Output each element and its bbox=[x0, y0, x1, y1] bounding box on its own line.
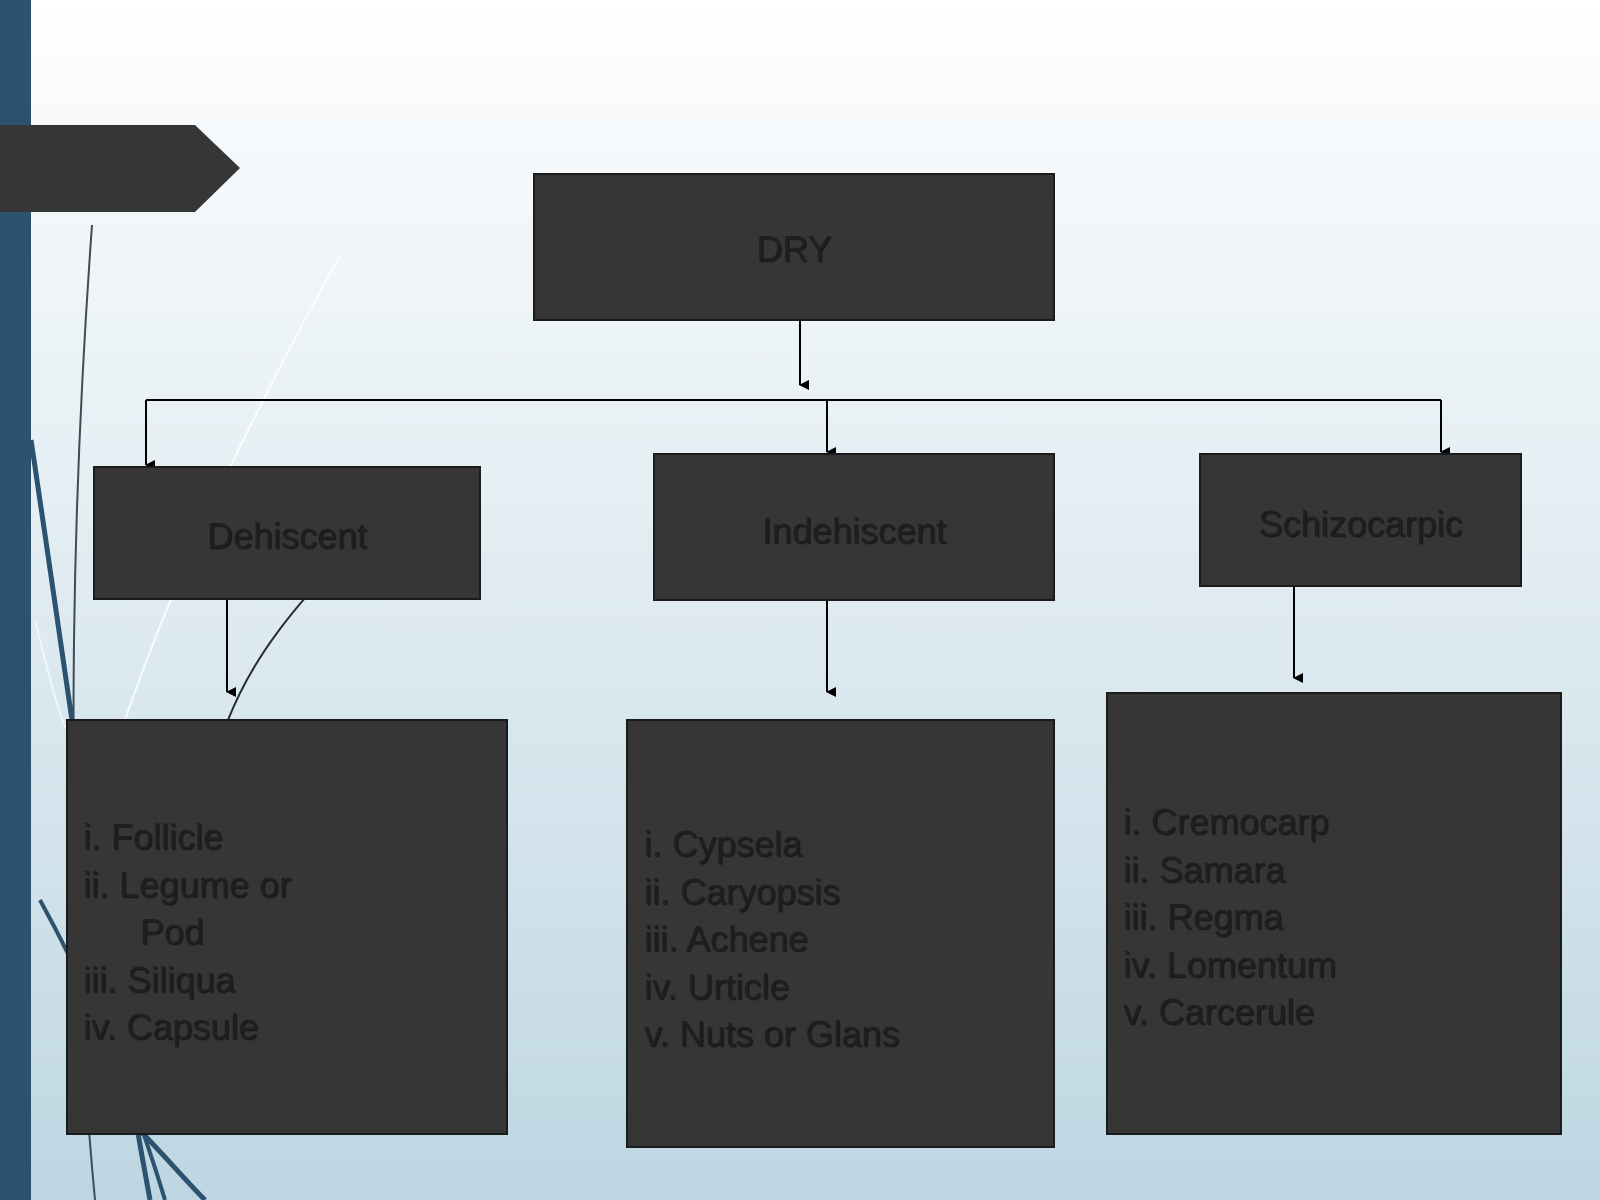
list-item: iii. Achene bbox=[644, 918, 809, 959]
category-label-schizocarpic: Schizocarpic bbox=[1258, 503, 1463, 544]
list-item: iii. Siliqua bbox=[83, 958, 236, 1000]
category-label-indehiscent: Indehiscent bbox=[761, 510, 947, 551]
title-banner-arrow bbox=[0, 125, 240, 212]
category-label-dehiscent: Dehiscent bbox=[206, 515, 368, 556]
list-item: ii. Caryopsis bbox=[644, 870, 841, 912]
category-box-schizocarpic: Schizocarpic bbox=[1199, 453, 1522, 587]
list-schizocarpic: i. Cremocarp ii. Samara iii. Regma iv. L… bbox=[1123, 798, 1336, 1036]
list-item: i. Follicle bbox=[83, 816, 224, 857]
root-node-label: DRY bbox=[756, 228, 832, 269]
list-box-schizocarpic: i. Cremocarp ii. Samara iii. Regma iv. L… bbox=[1106, 692, 1562, 1135]
list-box-indehiscent: i. Cypsela ii. Caryopsis iii. Achene iv.… bbox=[626, 719, 1055, 1148]
list-item: iv. Urticle bbox=[644, 965, 790, 1007]
list-item: i. Cypsela bbox=[644, 823, 803, 864]
list-item: Pod bbox=[140, 911, 205, 952]
list-indehiscent: i. Cypsela ii. Caryopsis iii. Achene iv.… bbox=[644, 820, 899, 1058]
list-item: ii. Samara bbox=[1123, 848, 1286, 890]
list-item: v. Carcerule bbox=[1123, 991, 1315, 1032]
list-box-dehiscent: i. Follicle ii. Legume or Pod iii. Siliq… bbox=[66, 719, 508, 1135]
list-item: iii. Regma bbox=[1123, 896, 1284, 937]
list-dehiscent: i. Follicle ii. Legume or Pod iii. Siliq… bbox=[83, 813, 291, 1051]
list-item: ii. Legume or bbox=[83, 863, 292, 905]
list-item: i. Cremocarp bbox=[1123, 801, 1330, 842]
category-box-indehiscent: Indehiscent bbox=[653, 453, 1055, 601]
category-box-dehiscent: Dehiscent bbox=[93, 466, 481, 600]
list-item: iv. Capsule bbox=[83, 1006, 259, 1047]
list-item: v. Nuts or Glans bbox=[644, 1013, 900, 1054]
root-node-box: DRY bbox=[533, 173, 1055, 321]
list-item: iv. Lomentum bbox=[1123, 943, 1337, 985]
